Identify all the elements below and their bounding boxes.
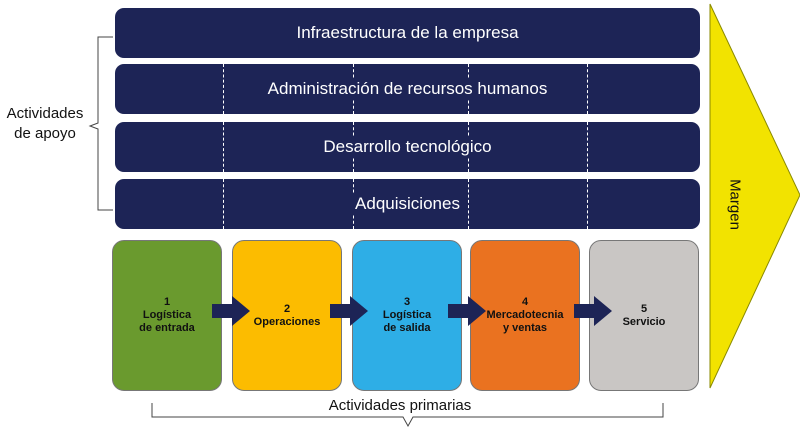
primary-activities-label: Actividades primarias <box>328 397 472 414</box>
support-bar-adquisiciones: Adquisiciones <box>115 179 700 229</box>
divider <box>587 64 588 114</box>
divider <box>468 179 469 229</box>
divider <box>223 122 224 172</box>
primary-number: 1 <box>163 296 171 308</box>
primary-number: 4 <box>521 296 529 308</box>
primary-mercadotecnia: 4 Mercadotecnia y ventas <box>470 240 580 391</box>
primary-line1: Mercadotecnia <box>486 309 564 321</box>
primary-servicio: 5 Servicio <box>589 240 699 391</box>
divider <box>587 179 588 229</box>
support-bar-desarrollo: Desarrollo tecnológico <box>115 122 700 172</box>
divider <box>223 64 224 114</box>
primary-line1: Servicio <box>622 315 666 328</box>
primary-line2: y ventas <box>502 322 548 334</box>
primary-line1: Logística <box>382 309 432 321</box>
primary-line2: de salida <box>383 322 431 334</box>
support-activities-label: Actividades de apoyo <box>0 104 90 144</box>
primary-operaciones: 2 Operaciones <box>232 240 342 391</box>
support-bar-label: Infraestructura de la empresa <box>294 23 521 43</box>
primary-number: 3 <box>403 296 411 308</box>
primary-number: 2 <box>283 302 291 315</box>
support-bar-label: Adquisiciones <box>353 194 462 214</box>
primary-line1: Operaciones <box>253 315 321 328</box>
support-bar-rrhh: Administración de recursos humanos <box>115 64 700 114</box>
primary-logistica-entrada: 1 Logística de entrada <box>112 240 222 391</box>
divider <box>587 122 588 172</box>
primary-line1: Logística <box>142 309 192 321</box>
primary-number: 5 <box>640 302 648 315</box>
primary-logistica-salida: 3 Logística de salida <box>352 240 462 391</box>
support-label-line1: Actividades <box>6 105 84 122</box>
support-label-line2: de apoyo <box>14 125 76 142</box>
divider <box>223 179 224 229</box>
support-bar-infraestructura: Infraestructura de la empresa <box>115 8 700 58</box>
support-bar-label: Desarrollo tecnológico <box>321 137 494 157</box>
primary-line2: de entrada <box>139 322 195 334</box>
support-bar-label: Administración de recursos humanos <box>265 79 550 99</box>
